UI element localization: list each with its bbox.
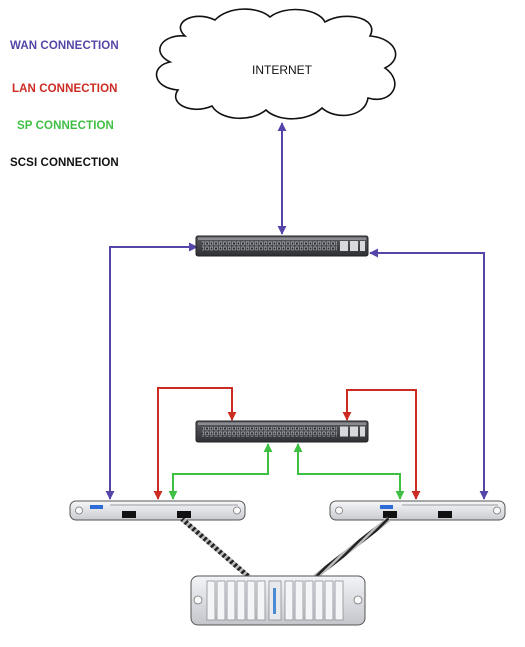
sp-link-right-server	[293, 443, 405, 500]
server-left	[69, 500, 246, 521]
lan-switch	[195, 420, 369, 443]
sp-connections	[168, 443, 405, 500]
legend-lan-connection: LAN CONNECTION	[12, 83, 118, 95]
legend-scsi-connection: SCSI CONNECTION	[10, 157, 119, 169]
scsi-cable-left	[180, 517, 251, 579]
wan-link-left-server	[105, 242, 198, 500]
lan-link-right-server	[342, 389, 421, 500]
wan-link-right-server	[369, 248, 489, 500]
legend-sp-connection: SP CONNECTION	[17, 120, 114, 132]
lan-link-left-server	[153, 387, 237, 500]
wan-switch	[195, 235, 369, 257]
internet-label: INTERNET	[252, 63, 313, 77]
lan-connections	[153, 387, 421, 500]
scsi-connections	[180, 517, 391, 579]
server-right	[329, 500, 506, 521]
internet-cloud: INTERNET	[155, 8, 397, 120]
wan-connections	[105, 122, 489, 500]
sp-link-left-server	[168, 443, 273, 500]
storage-array	[190, 575, 366, 626]
legend-wan-connection: WAN CONNECTION	[10, 40, 119, 52]
scsi-cable-right	[313, 517, 391, 579]
